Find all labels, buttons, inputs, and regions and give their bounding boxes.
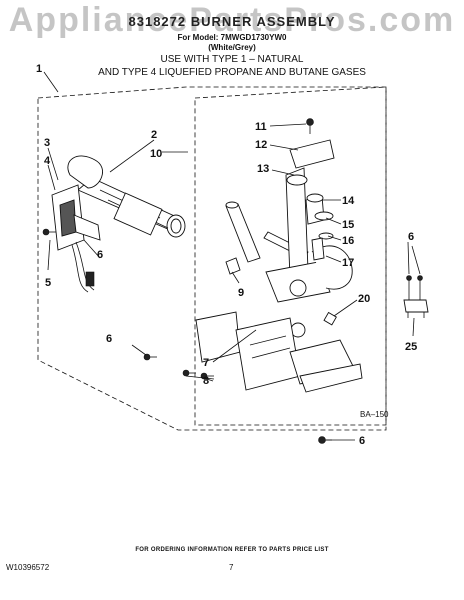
callout-5: 5 (45, 277, 51, 289)
callout-13: 13 (257, 163, 269, 175)
diagram-code: BA–150 (360, 410, 389, 419)
gas-pipe (225, 201, 261, 263)
gas-valve-assembly (265, 139, 353, 338)
callout-6a: 6 (97, 249, 103, 261)
callout-6d: 6 (359, 435, 365, 447)
callout-4: 4 (44, 155, 51, 167)
igniter-bracket (51, 184, 101, 251)
callout-1: 1 (36, 63, 42, 75)
callout-14: 14 (342, 195, 355, 207)
bracket-group-boundary (194, 86, 387, 426)
orifice-part (225, 257, 241, 275)
callout-16: 16 (342, 235, 354, 247)
assembly-boundary (37, 86, 387, 431)
callout-12: 12 (255, 139, 267, 151)
callout-10: 10 (150, 148, 162, 160)
callout-17: 17 (342, 257, 354, 269)
watermark-text: AppliancePartsPros.com (8, 1, 456, 39)
gas-type-line-1: USE WITH TYPE 1 – NATURAL (160, 54, 304, 65)
fitting-20 (323, 311, 337, 326)
model-number: For Model: 7MWGD1730YW0 (177, 33, 287, 42)
screw-left (42, 228, 56, 236)
igniter-leads (71, 241, 95, 293)
leader-lines (43, 71, 421, 441)
igniter-connector (85, 271, 95, 287)
screw-bottom-left (143, 353, 157, 361)
model-color: (White/Grey) (208, 43, 256, 52)
callout-15: 15 (342, 219, 354, 231)
burner-mounting-bracket (195, 311, 363, 393)
gas-type-line-2: AND TYPE 4 LIQUEFIED PROPANE AND BUTANE … (98, 67, 366, 78)
screw-top (306, 118, 314, 134)
solenoid-coil (311, 211, 334, 261)
callout-20: 20 (358, 293, 370, 305)
clip-assembly (403, 275, 429, 318)
screw-8a (182, 369, 196, 377)
diagram-title: 8318272 BURNER ASSEMBLY (128, 14, 336, 29)
document-number: W10396572 (6, 563, 50, 572)
ordering-note: FOR ORDERING INFORMATION REFER TO PARTS … (135, 547, 329, 553)
callout-2: 2 (151, 129, 157, 141)
callout-11: 11 (255, 121, 267, 133)
callout-6c: 6 (408, 231, 414, 243)
callout-25: 25 (405, 341, 417, 353)
burner-tube (67, 155, 186, 238)
page-number: 7 (229, 563, 234, 572)
callout-3: 3 (44, 137, 50, 149)
callout-6b: 6 (106, 333, 112, 345)
callout-7: 7 (203, 357, 209, 369)
callout-8: 8 (203, 375, 209, 387)
callout-9: 9 (238, 287, 244, 299)
